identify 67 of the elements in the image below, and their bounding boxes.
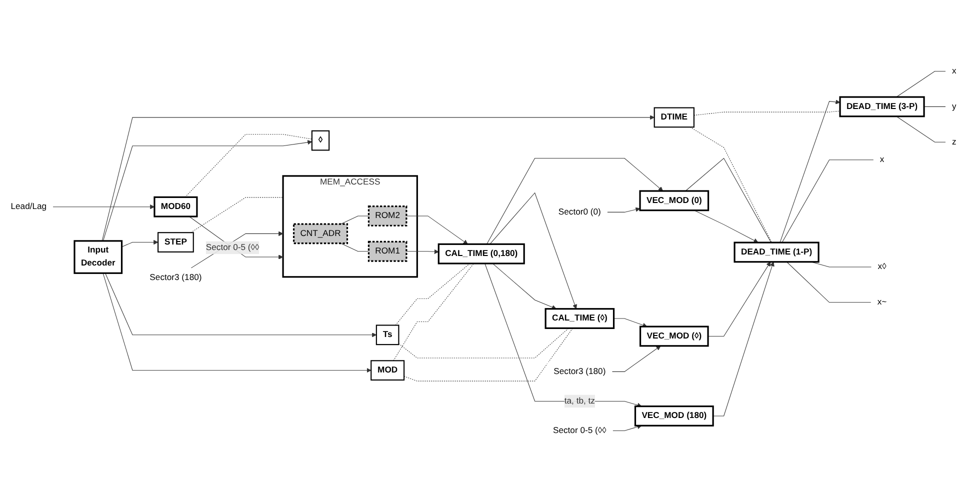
node-box: VEC_MOD (180)	[634, 406, 714, 426]
arrow	[490, 192, 578, 310]
node-box: DEAD_TIME (3-P)	[839, 96, 925, 118]
connector	[896, 116, 946, 142]
node-box: VEC_MOD (◊)	[640, 326, 709, 347]
connector	[786, 262, 872, 303]
node-text: Sector3 (180)	[150, 272, 202, 282]
node-text: Lead/Lag	[10, 202, 47, 212]
arrow	[52, 204, 155, 210]
arrow	[486, 158, 664, 244]
connector	[340, 216, 369, 224]
connector	[690, 126, 772, 243]
node-text: x	[880, 155, 884, 164]
node-box: CAL_TIME (0,180)	[438, 243, 525, 264]
node-box: CAL_TIME (◊)	[544, 308, 615, 329]
arrow	[102, 140, 312, 242]
arrow	[612, 424, 642, 432]
connector	[924, 106, 946, 107]
node-box: ◊	[311, 130, 330, 151]
arrow	[406, 216, 468, 244]
connector	[896, 70, 946, 98]
arrow	[484, 263, 642, 408]
node-text: z	[952, 137, 956, 146]
arrow	[607, 207, 640, 212]
arrow	[712, 262, 774, 416]
node-box: ROM1	[368, 240, 408, 262]
arrow	[492, 263, 556, 310]
connector	[340, 243, 369, 252]
node-box: DTIME	[654, 107, 694, 128]
arrow	[780, 100, 840, 243]
node-text: x~	[877, 298, 887, 307]
node-box: MOD	[370, 360, 405, 381]
arrow	[188, 216, 284, 260]
node-box: CNT_ADR	[292, 223, 348, 244]
node-text: Sector0 (0)	[558, 207, 601, 216]
connector	[395, 263, 470, 326]
arrow	[122, 240, 158, 248]
arrow	[102, 115, 655, 242]
node-text: Sector3 (180)	[554, 366, 606, 376]
arrow	[694, 210, 758, 243]
connector	[393, 263, 474, 361]
arrow	[614, 318, 648, 328]
connector	[184, 134, 312, 198]
arrow	[102, 272, 372, 373]
connector	[404, 328, 574, 382]
arrow	[406, 249, 439, 254]
node-box: STEP	[158, 232, 194, 252]
node-box: DEAD_TIME (1-P)	[734, 242, 820, 263]
connector	[398, 328, 569, 358]
edge-label: ta, tb, tz	[564, 396, 595, 406]
arrow	[708, 262, 771, 336]
connector	[190, 197, 284, 233]
node-box: ROM2	[368, 206, 408, 226]
node-text: y	[952, 102, 956, 111]
node-box: VEC_MOD (0)	[639, 190, 710, 212]
node-box: Input Decoder	[74, 240, 123, 274]
connector	[694, 110, 840, 116]
edge-label: Sector 0-5 (◊◊	[206, 242, 260, 252]
node-text: x◊	[878, 262, 886, 272]
node-box: Ts	[376, 324, 400, 346]
node-text: x	[952, 66, 956, 76]
arrow	[104, 272, 377, 338]
node-box: MOD60	[154, 196, 198, 218]
connector	[782, 160, 874, 243]
connector	[685, 158, 772, 243]
arrow	[612, 346, 661, 372]
node-text: Sector 0-5 (◊◊	[552, 426, 606, 436]
